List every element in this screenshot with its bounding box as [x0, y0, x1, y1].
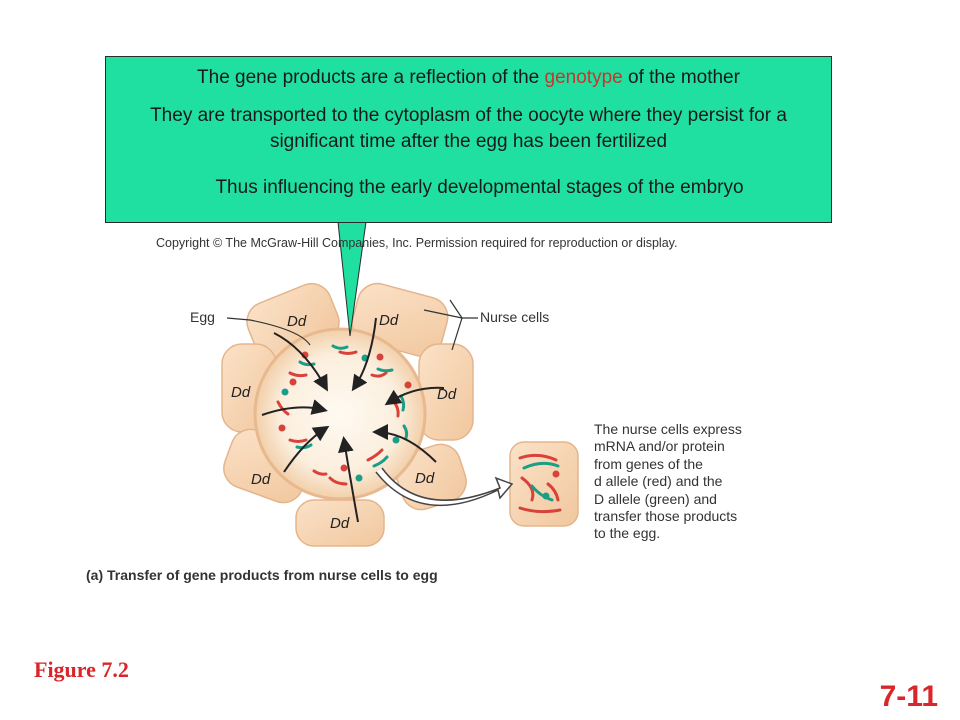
d-mrna — [370, 371, 388, 378]
D-mrna — [331, 344, 349, 350]
callout-line-3: Thus influencing the early developmental… — [215, 177, 744, 198]
enlargement-arrow — [375, 467, 514, 507]
genotype-highlight: genotype — [544, 67, 623, 88]
d-mrna — [312, 469, 328, 476]
figure-caption: (a) Transfer of gene products from nurse… — [86, 567, 438, 583]
copyright-notice: Copyright © The McGraw-Hill Companies, I… — [156, 236, 678, 250]
d-mrna — [338, 350, 358, 355]
genotype-labels: Dd Dd Dd Dd Dd Dd Dd — [231, 312, 457, 532]
dd-label: Dd — [231, 384, 251, 401]
nurse-cells-label: Nurse cells — [480, 309, 550, 325]
enlarged-nurse-cell — [509, 441, 579, 527]
note-line: d allele (red) and the — [594, 473, 723, 490]
note-line: The nurse cells express — [594, 421, 742, 437]
callout-line-2: They are transported to the cytoplasm of… — [150, 105, 787, 152]
callout-box: The gene products are a reflection of th… — [105, 56, 832, 223]
D-mrna — [372, 455, 389, 468]
dd-label: Dd — [415, 470, 435, 487]
d-mrna — [328, 476, 348, 486]
d-mrna — [288, 371, 308, 378]
note-line: mRNA and/or protein — [594, 438, 725, 455]
note-line: to the egg. — [594, 525, 661, 542]
note-line: from genes of the — [594, 455, 703, 472]
D-mrna — [295, 443, 313, 450]
slide-number: 7-11 — [879, 680, 938, 713]
dd-label: Dd — [437, 386, 457, 403]
dd-label: Dd — [251, 471, 271, 488]
D-mrna — [298, 360, 316, 367]
D-mrna — [376, 367, 394, 373]
dd-label: Dd — [379, 312, 399, 329]
egg-label: Egg — [190, 309, 215, 325]
callout-line-1: The gene products are a reflection of th… — [197, 67, 740, 88]
dd-label: Dd — [287, 313, 307, 330]
dd-label: Dd — [330, 515, 350, 532]
note-line: D allele (green) and — [594, 490, 717, 507]
d-mrna — [366, 448, 384, 462]
d-mrna — [288, 438, 308, 443]
nurse-cells-leader — [423, 299, 478, 351]
egg-leader-line — [226, 317, 311, 346]
transfer-arrows — [261, 317, 445, 523]
figure-label: Figure 7.2 — [34, 657, 129, 682]
nurse-cells-note: The nurse cells express mRNA and/or prot… — [594, 421, 742, 543]
note-line: transfer those products — [594, 508, 738, 525]
D-mrna — [402, 424, 409, 440]
